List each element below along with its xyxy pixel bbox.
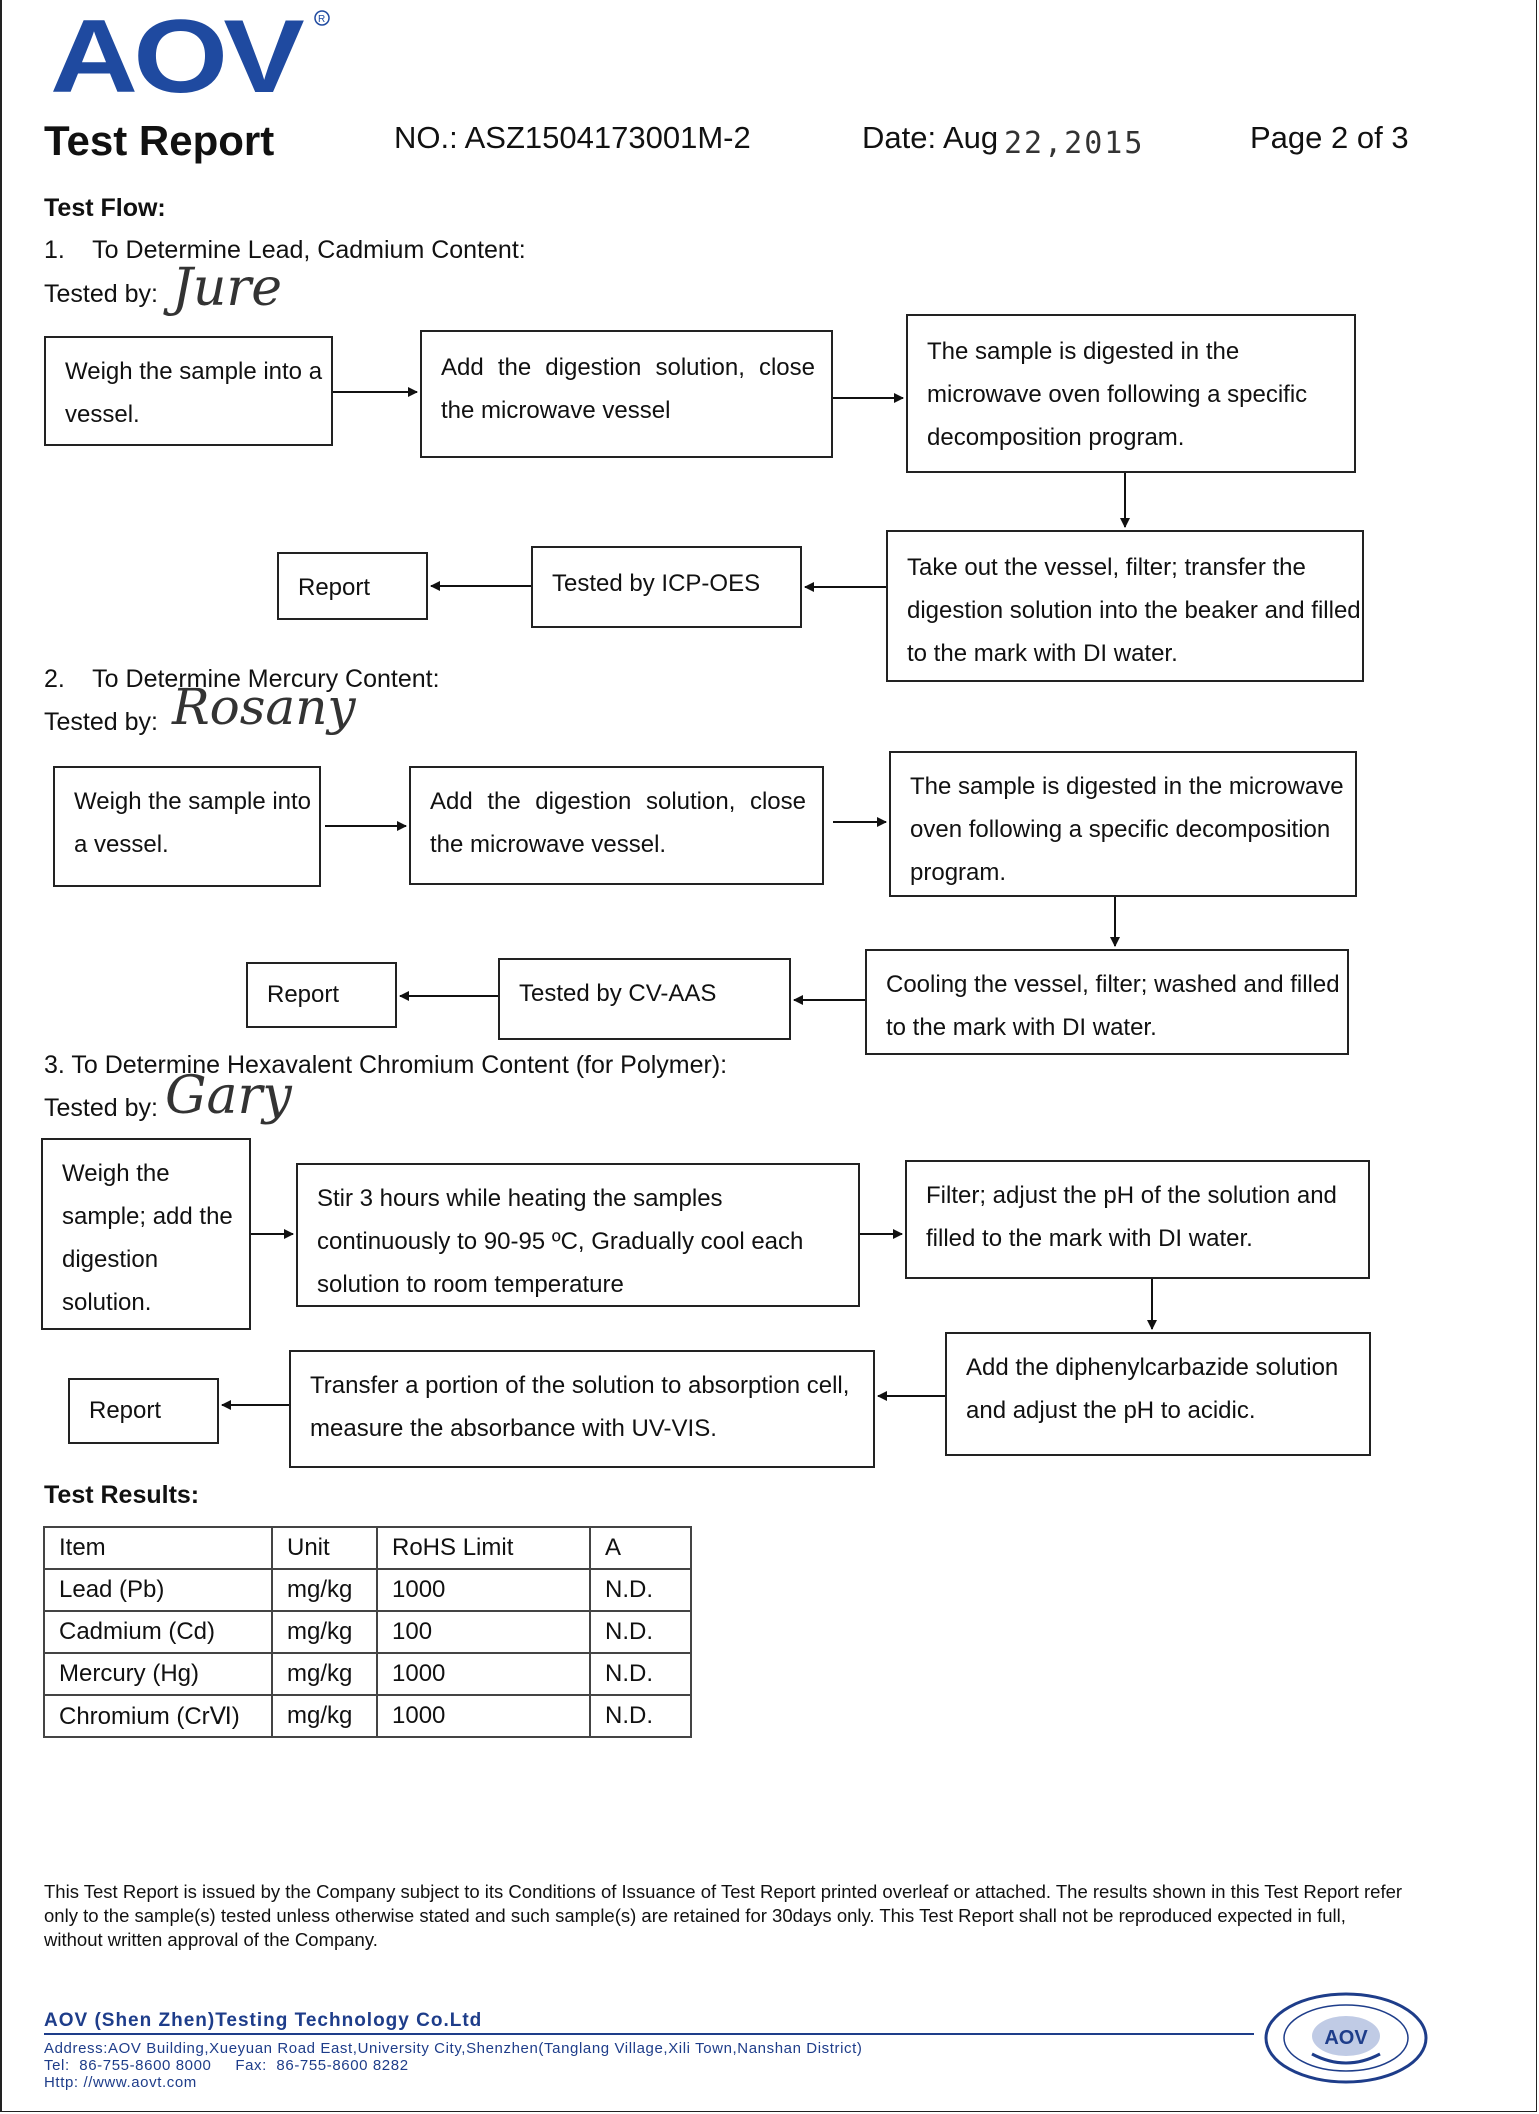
test-results-heading: Test Results: bbox=[44, 1481, 200, 1509]
footer-address: Address:AOV Building,Xueyuan Road East,U… bbox=[44, 2040, 863, 2057]
footer-divider bbox=[44, 2033, 1254, 2035]
flow-1-report: Report bbox=[277, 552, 428, 620]
footer-website: Http: //www.aovt.com bbox=[44, 2074, 197, 2091]
column-header: A bbox=[589, 1526, 692, 1570]
cell-unit: mg/kg bbox=[271, 1610, 378, 1654]
table-row: Chromium (CrⅥ) mg/kg 1000 N.D. bbox=[43, 1694, 692, 1738]
flow-3-report: Report bbox=[68, 1378, 219, 1444]
company-name: AOV (Shen Zhen)Testing Technology Co.Ltd bbox=[44, 2010, 483, 2031]
footer-contact: Address:AOV Building,Xueyuan Road East,U… bbox=[44, 2040, 863, 2091]
report-title: Test Report bbox=[44, 117, 275, 164]
cell-result: N.D. bbox=[589, 1652, 692, 1696]
svg-text:AOV: AOV bbox=[50, 10, 304, 100]
cell-result: N.D. bbox=[589, 1694, 692, 1738]
section-3-title: 3. To Determine Hexavalent Chromium Cont… bbox=[44, 1051, 728, 1079]
page-number: Page 2 of 3 bbox=[1250, 120, 1409, 155]
test-flow-heading: Test Flow: bbox=[44, 194, 166, 222]
flow-2-report: Report bbox=[246, 962, 397, 1028]
flow-3-step-stir: Stir 3 hours while heating the samples c… bbox=[296, 1163, 860, 1307]
flow-3-step-filter: Filter; adjust the pH of the solution an… bbox=[905, 1160, 1370, 1279]
certification-seal: AOV bbox=[1262, 1992, 1430, 2084]
svg-text:AOV: AOV bbox=[1324, 2027, 1368, 2049]
cell-item: Lead (Pb) bbox=[43, 1568, 273, 1612]
cell-item: Chromium (CrⅥ) bbox=[43, 1694, 273, 1738]
svg-text:R: R bbox=[318, 14, 325, 25]
aov-logo: AOV R bbox=[50, 0, 350, 115]
cell-limit: 1000 bbox=[376, 1694, 591, 1738]
column-header: Item bbox=[43, 1526, 273, 1570]
flow-3-step-diphenylcarbazide: Add the diphenylcarbazide solution and a… bbox=[945, 1332, 1371, 1456]
report-date-value: 22,2015 bbox=[1004, 126, 1145, 161]
report-number: NO.: ASZ1504173001M-2 bbox=[394, 120, 751, 155]
cell-result: N.D. bbox=[589, 1610, 692, 1654]
cell-unit: mg/kg bbox=[271, 1694, 378, 1738]
report-date-label: Date: Aug bbox=[862, 120, 999, 155]
table-row: Lead (Pb) mg/kg 1000 N.D. bbox=[43, 1568, 692, 1612]
column-header: RoHS Limit bbox=[376, 1526, 591, 1570]
signature-3: Gary bbox=[165, 1066, 292, 1126]
results-table: Item Unit RoHS Limit A Lead (Pb) mg/kg 1… bbox=[43, 1526, 692, 1738]
cell-unit: mg/kg bbox=[271, 1652, 378, 1696]
cell-unit: mg/kg bbox=[271, 1568, 378, 1612]
flow-1-step-take-out: Take out the vessel, filter; transfer th… bbox=[886, 530, 1364, 682]
section-3-tested-by: Tested by: bbox=[44, 1094, 158, 1122]
disclaimer-text: This Test Report is issued by the Compan… bbox=[44, 1881, 1403, 1950]
flow-1-step-add-digestion: Add the digestion solution, close the mi… bbox=[420, 330, 833, 458]
footer-tel-fax: Tel: 86-755-8600 8000 Fax: 86-755-8600 8… bbox=[44, 2057, 409, 2074]
cell-item: Cadmium (Cd) bbox=[43, 1610, 273, 1654]
flow-3-step-weigh: Weigh the sample; add the digestion solu… bbox=[41, 1138, 251, 1330]
table-header-row: Item Unit RoHS Limit A bbox=[43, 1526, 692, 1570]
section-1-tested-by: Tested by: bbox=[44, 280, 158, 308]
signature-1: Jure bbox=[172, 258, 282, 318]
signature-2: Rosany bbox=[172, 678, 356, 736]
flow-1-step-weigh: Weigh the sample into a vessel. bbox=[44, 336, 333, 446]
cell-result: N.D. bbox=[589, 1568, 692, 1612]
flow-2-step-digest: The sample is digested in the microwave … bbox=[889, 751, 1357, 897]
flow-3-step-transfer: Transfer a portion of the solution to ab… bbox=[289, 1350, 875, 1468]
table-row: Cadmium (Cd) mg/kg 100 N.D. bbox=[43, 1610, 692, 1654]
flow-1-step-digest: The sample is digested in the microwave … bbox=[906, 314, 1356, 473]
flow-1-step-icp-oes: Tested by ICP-OES bbox=[531, 546, 802, 628]
section-2-tested-by: Tested by: bbox=[44, 708, 158, 736]
section-1-title: 1. To Determine Lead, Cadmium Content: bbox=[44, 236, 526, 264]
table-row: Mercury (Hg) mg/kg 1000 N.D. bbox=[43, 1652, 692, 1696]
flow-2-step-cv-aas: Tested by CV-AAS bbox=[498, 958, 791, 1040]
flow-2-step-add-digestion: Add the digestion solution, close the mi… bbox=[409, 766, 824, 885]
cell-limit: 1000 bbox=[376, 1568, 591, 1612]
cell-limit: 1000 bbox=[376, 1652, 591, 1696]
column-header: Unit bbox=[271, 1526, 378, 1570]
cell-item: Mercury (Hg) bbox=[43, 1652, 273, 1696]
flow-2-step-weigh: Weigh the sample into a vessel. bbox=[53, 766, 321, 887]
section-2-title: 2. To Determine Mercury Content: bbox=[44, 665, 440, 693]
flow-2-step-cooling: Cooling the vessel, filter; washed and f… bbox=[865, 949, 1349, 1055]
cell-limit: 100 bbox=[376, 1610, 591, 1654]
